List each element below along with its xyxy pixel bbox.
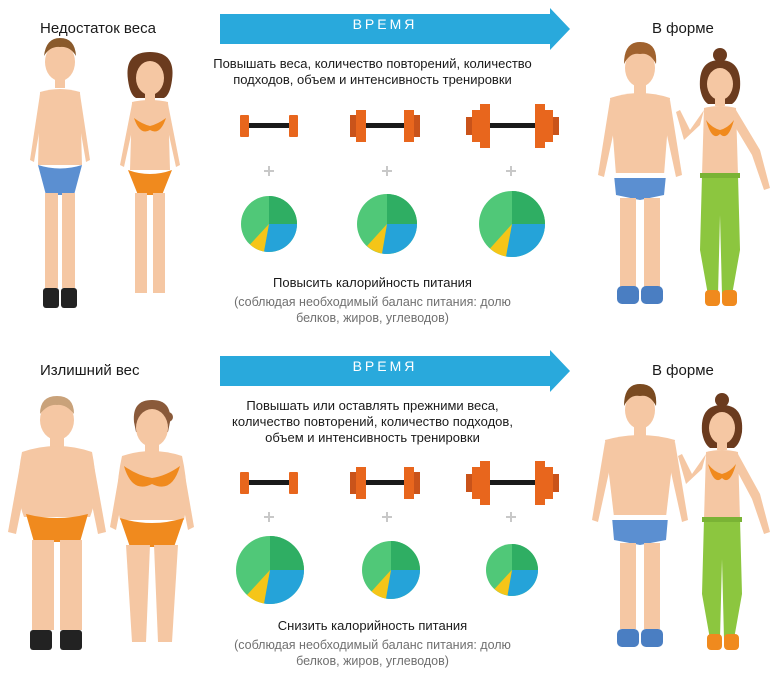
calorie-sub-line: белков, жиров, углеводов) [296, 311, 449, 325]
instruction-line: Повышать или оставлять прежними веса, [246, 398, 499, 413]
person-icon [8, 396, 106, 650]
barbell-icon [240, 115, 298, 137]
person-icon [598, 42, 682, 304]
barbell-icon [350, 467, 420, 499]
calorie-main: Повысить калорийность питания [273, 275, 472, 290]
pie-chart-icon [362, 541, 420, 599]
arrow-right-icon [220, 8, 570, 50]
pie-chart-icon [486, 544, 538, 596]
person-icon [30, 38, 90, 308]
person-icon [592, 384, 688, 647]
start-label: Излишний вес [40, 362, 140, 379]
instruction-text: Повышать или оставлять прежними веса, ко… [205, 398, 540, 446]
instruction-line: подходов, объем и интенсивность трениров… [233, 72, 512, 87]
pie-chart-icon [241, 196, 297, 252]
calorie-sub: (соблюдая необходимый баланс питания: до… [205, 637, 540, 669]
pie-chart-icon [479, 191, 546, 258]
pie-chart-icon [236, 536, 304, 605]
calorie-sub-line: (соблюдая необходимый баланс питания: до… [234, 638, 511, 652]
barbell-icon [466, 104, 559, 148]
person-icon [120, 52, 180, 293]
person-icon [676, 48, 770, 306]
start-label: Недостаток веса [40, 20, 156, 37]
calorie-main: Снизить калорийность питания [277, 618, 468, 633]
instruction-line: количество повторений, количество подход… [232, 414, 513, 429]
arrow-label: ВРЕМЯ [352, 358, 418, 374]
instruction-line: Повышать веса, количество повторений, ко… [213, 56, 532, 71]
arrow-label: ВРЕМЯ [352, 16, 418, 32]
person-icon [678, 393, 770, 650]
plus-icon [264, 512, 516, 522]
instruction-text: Повышать веса, количество повторений, ко… [205, 56, 540, 88]
pie-chart-icon [357, 194, 417, 254]
barbell-icon [466, 461, 559, 505]
stages-graphic [8, 384, 770, 650]
end-label: В форме [652, 362, 714, 379]
end-label: В форме [652, 20, 714, 37]
calorie-sub: (соблюдая необходимый баланс питания: до… [205, 294, 540, 326]
barbell-icon [240, 472, 298, 494]
arrow-right-icon [220, 350, 570, 392]
calorie-sub-line: (соблюдая необходимый баланс питания: до… [234, 295, 511, 309]
section-underweight: Недостаток веса В форме ВРЕМЯ Повышать в… [30, 8, 770, 326]
barbell-icon [350, 110, 420, 142]
plus-icon [264, 166, 516, 176]
calorie-sub-line: белков, жиров, углеводов) [296, 654, 449, 668]
stages-graphic [30, 38, 770, 308]
section-overweight: Излишний вес В форме ВРЕМЯ Повышать или … [0, 342, 780, 684]
person-icon [110, 400, 194, 642]
instruction-line: объем и интенсивность тренировки [265, 430, 480, 445]
